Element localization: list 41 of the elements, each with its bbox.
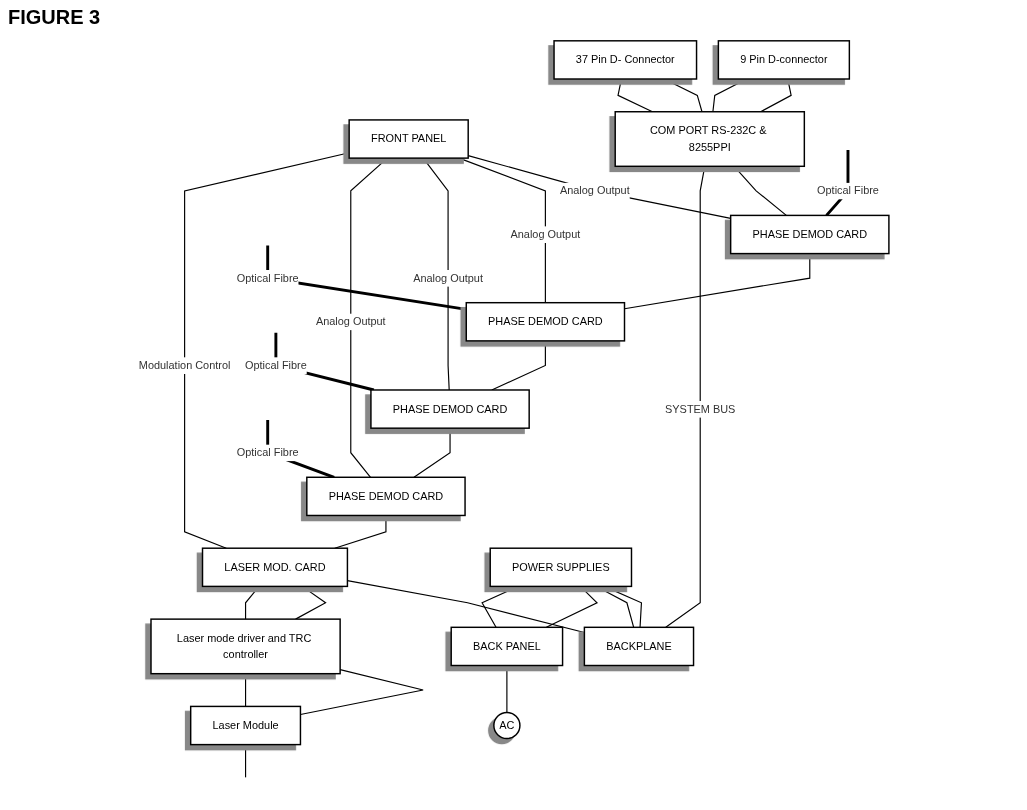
connector [759, 78, 792, 113]
edge-label: Modulation Control [138, 358, 231, 372]
node-box: PHASE DEMOD CARD [305, 476, 466, 517]
connector [733, 165, 787, 216]
node-box: LASER MOD. CARD [201, 547, 348, 588]
connector [711, 78, 747, 113]
edge-label: Analog Output [510, 227, 580, 241]
node-box: Laser mode driver and TRC controller [149, 618, 341, 675]
connector [244, 673, 246, 707]
edge-label: Analog Output [315, 315, 386, 328]
connector [617, 78, 653, 113]
connector [349, 157, 388, 478]
edge-label: Optical Fibre [236, 446, 299, 459]
connector [244, 744, 246, 778]
node-box: POWER SUPPLIES [489, 547, 632, 588]
edge-label: Optical Fibre [816, 184, 879, 197]
edge-label: Analog Output [559, 184, 630, 197]
connector [467, 155, 731, 219]
node-box: PHASE DEMOD CARD [729, 214, 890, 255]
figure-title: FIGURE 3 [8, 6, 101, 29]
connector [413, 427, 451, 478]
edge-label: SYSTEM BUS [664, 402, 736, 415]
node-box: BACK PANEL [450, 626, 563, 667]
connector [422, 157, 450, 391]
node-box: 9 Pin D-connector [717, 40, 850, 80]
node-box: FRONT PANEL [348, 119, 469, 159]
node-box: 37 Pin D- Connector [552, 40, 697, 80]
node-box: PHASE DEMOD CARD [465, 301, 625, 342]
edge-label: Analog Output [412, 271, 483, 284]
edge-label: Optical Fibre [236, 271, 299, 284]
connector [545, 585, 598, 628]
connector [595, 585, 634, 628]
edge-label: Optical Fibre [244, 358, 307, 372]
connector [664, 165, 705, 628]
node-box: Laser Module [189, 705, 301, 746]
connector [244, 585, 260, 620]
node-box: PHASE DEMOD CARD [369, 389, 530, 429]
node-box: BACKPLANE [583, 626, 694, 667]
node-circle: AC [492, 711, 521, 740]
connector [505, 664, 508, 714]
node-box: COM PORT RS-232C & 8255PPI [614, 111, 805, 168]
